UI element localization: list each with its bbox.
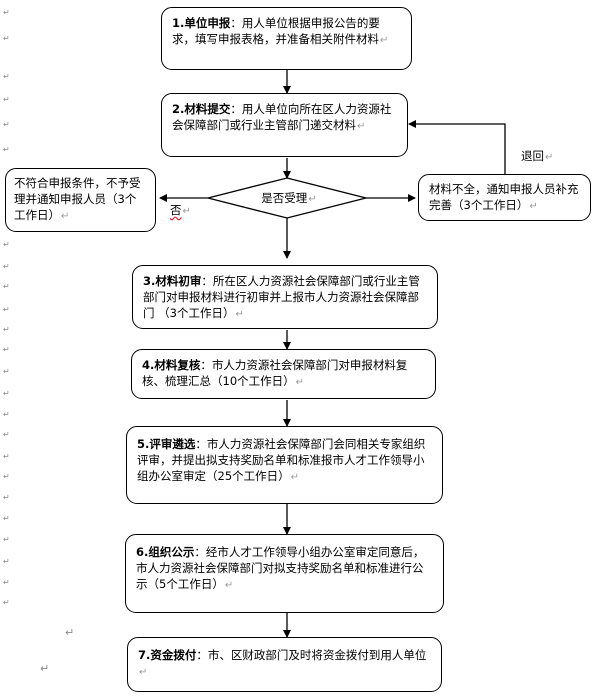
step-7-head: 资金拨付: [150, 648, 197, 662]
return-mark: ↵: [308, 194, 317, 205]
margin-mark: ↵: [3, 240, 10, 249]
margin-mark: ↵: [3, 493, 10, 502]
step-5-sep: ：: [195, 437, 207, 451]
margin-mark: ↵: [3, 262, 10, 271]
margin-mark: ↵: [40, 662, 50, 675]
step-3-head: 材料初审: [155, 274, 202, 288]
decision-text: 是否受理: [261, 191, 308, 205]
step-7-box: 7.资金拨付：市、区财政部门及时将资金拨付到用人单位 ↵: [127, 637, 442, 692]
step-1-head: 单位申报: [184, 16, 231, 30]
margin-mark: ↵: [3, 145, 10, 154]
margin-mark: ↵: [3, 578, 10, 587]
step-6-head: 组织公示: [148, 545, 195, 559]
margin-mark: ↵: [3, 8, 10, 17]
margin-mark: ↵: [3, 325, 10, 334]
step-6-num: 6.: [136, 545, 149, 559]
step-2-text: 用人单位向所在区人力资源社会保障部门或行业主管部门递交材料: [172, 102, 392, 132]
step-5-head: 评审遴选: [149, 437, 196, 451]
margin-mark: ↵: [3, 120, 10, 129]
return-mark: ↵: [529, 201, 538, 212]
step-3-sep: ：: [201, 274, 213, 288]
return-mark: ↵: [545, 152, 554, 163]
step-4-head: 材料复核: [154, 358, 201, 372]
step-6-text: 经市人才工作领导小组办公室审定同意后，市人力资源社会保障部门对拟支持奖励名单和标…: [136, 545, 425, 591]
return-mark: ↵: [235, 309, 244, 320]
margin-mark: ↵: [3, 72, 10, 81]
margin-mark: ↵: [3, 345, 10, 354]
reject-text: 不符合申报条件，不予受理并通知申报人员（3个工作日）: [14, 176, 141, 222]
margin-mark: ↵: [3, 472, 10, 481]
decision-label: 是否受理↵: [210, 186, 368, 210]
supplement-text: 材料不全，通知申报人员补充完善（3个工作日）: [429, 182, 579, 212]
margin-mark: ↵: [3, 34, 10, 43]
step-3-box: 3.材料初审：所在区人力资源社会保障部门或行业主管部门对申报材料进行初审并上报市…: [132, 265, 438, 329]
step-5-num: 5.: [137, 437, 150, 451]
return-mark: ↵: [224, 580, 234, 591]
step-7-text: 市、区财政部门及时将资金拨付到用人单位: [207, 648, 427, 662]
margin-mark: ↵: [3, 367, 10, 376]
return-mark: ↵: [357, 121, 366, 132]
step-2-sep: ：: [230, 102, 242, 116]
margin-mark: ↵: [3, 430, 10, 439]
step-6-box: 6.组织公示：经市人才工作领导小组办公室审定同意后，市人力资源社会保障部门对拟支…: [125, 534, 444, 613]
step-3-num: 3.: [143, 274, 156, 288]
step-3-text: 所在区人力资源社会保障部门或行业主管部门对申报材料进行初审并上报市人力资源社会保…: [143, 274, 420, 320]
return-mark: ↵: [290, 472, 300, 483]
return-mark: ↵: [139, 667, 148, 678]
margin-mark: ↵: [3, 452, 10, 461]
margin-mark: ↵: [3, 514, 10, 523]
margin-mark: ↵: [3, 282, 10, 291]
step-5-text: 市人力资源社会保障部门会同相关专家组织评审，并提出拟支持奖励名单和标准报市人才工…: [137, 437, 426, 483]
margin-mark: ↵: [3, 95, 10, 104]
step-1-sep: ：: [230, 16, 242, 30]
return-mark: ↵: [61, 211, 70, 222]
margin-mark: ↵: [3, 410, 10, 419]
arrow-return-step2: [408, 120, 506, 174]
return-mark: ↵: [295, 377, 305, 388]
step-2-box: 2.材料提交：用人单位向所在区人力资源社会保障部门或行业主管部门递交材料↵: [161, 93, 408, 157]
step-2-head: 材料提交: [184, 102, 231, 116]
deny-text: 否: [170, 203, 182, 217]
margin-mark: ↵: [3, 598, 10, 607]
step-4-sep: ：: [200, 358, 212, 372]
margin-mark: ↵: [65, 626, 75, 639]
deny-label: 否↵: [170, 202, 191, 218]
step-4-text: 市人力资源社会保障部门对申报材料复核、梳理汇总（10个工作日）: [142, 358, 408, 388]
step-2-num: 2.: [172, 102, 185, 116]
step-7-num: 7.: [138, 648, 151, 662]
step-1-num: 1.: [172, 16, 185, 30]
margin-mark: ↵: [3, 557, 10, 566]
return-text: 退回: [521, 149, 544, 163]
margin-mark: ↵: [3, 535, 10, 544]
step-6-sep: ：: [194, 545, 206, 559]
step-1-box: 1.单位申报：用人单位根据申报公告的要求，填写申报表格，并准备相关附件材料↵: [161, 7, 412, 70]
step-7-sep: ：: [196, 648, 208, 662]
return-label: 退回↵: [521, 148, 553, 164]
return-mark: ↵: [380, 35, 389, 46]
supplement-box: 材料不全，通知申报人员补充完善（3个工作日）↵: [418, 174, 591, 221]
step-4-box: 4.材料复核：市人力资源社会保障部门对申报材料复核、梳理汇总（10个工作日）↵: [131, 349, 436, 399]
step-4-num: 4.: [142, 358, 155, 372]
margin-mark: ↵: [3, 305, 10, 314]
reject-box: 不符合申报条件，不予受理并通知申报人员（3个工作日）↵: [5, 168, 156, 232]
return-mark: ↵: [182, 206, 191, 217]
margin-mark: ↵: [3, 389, 10, 398]
step-1-text: 用人单位根据申报公告的要求，填写申报表格，并准备相关附件材料: [172, 16, 380, 46]
step-5-box: 5.评审遴选：市人力资源社会保障部门会同相关专家组织评审，并提出拟支持奖励名单和…: [126, 426, 443, 504]
